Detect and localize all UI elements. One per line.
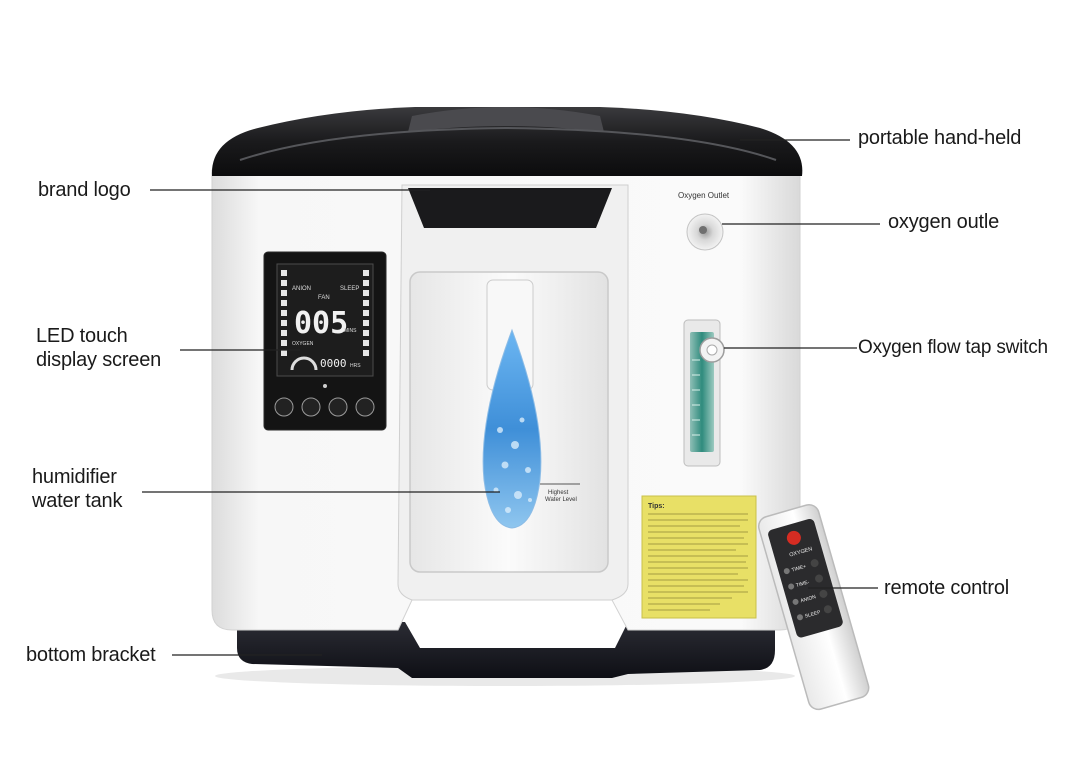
oxygen-outlet-label: Oxygen Outlet bbox=[678, 191, 730, 200]
callout-brand-logo: brand logo bbox=[38, 179, 131, 201]
remote-label-time-plus: TIME+ bbox=[791, 564, 807, 574]
remote-btn-3[interactable] bbox=[792, 598, 799, 605]
callout-led-display: LED touch display screen bbox=[36, 324, 161, 372]
callout-tank-line2: water tank bbox=[32, 490, 123, 512]
water-level-drop bbox=[482, 328, 542, 529]
display-oxygen: OXYGEN bbox=[292, 341, 314, 347]
touch-button-timer-minus[interactable] bbox=[328, 397, 348, 417]
remote-label-sleep: SLEEP bbox=[804, 609, 822, 619]
display-anion: ANION bbox=[292, 286, 311, 292]
display-bars-left bbox=[281, 270, 287, 356]
display-fan: FAN bbox=[318, 295, 330, 301]
remote-label-anion: ANION bbox=[800, 594, 817, 604]
remote-control: OXYGEN TIME+ TIME- ANION SLEEP bbox=[757, 504, 870, 711]
touch-button-timer-plus[interactable] bbox=[301, 397, 321, 417]
callout-led-display-line2: display screen bbox=[36, 349, 162, 371]
remote-label-time-minus: TIME- bbox=[795, 579, 810, 589]
callout-oxygen-flow-tap-switch: Oxygen flow tap switch bbox=[858, 337, 1048, 358]
touch-button-power[interactable] bbox=[274, 397, 294, 417]
lid-handle bbox=[211, 107, 803, 176]
remote-btn-4[interactable] bbox=[796, 614, 803, 621]
display-sleep: SLEEP bbox=[340, 286, 359, 292]
display-hrs: HRS bbox=[350, 363, 361, 369]
remote-btn-1[interactable] bbox=[783, 567, 790, 575]
display-digits: 005 bbox=[294, 306, 348, 341]
remote-btn-2[interactable] bbox=[787, 583, 795, 590]
display-bars-right bbox=[363, 270, 369, 356]
oxygen-outlet-hole bbox=[699, 226, 707, 234]
remote-button-panel bbox=[768, 518, 843, 638]
lid-handle-grip bbox=[408, 107, 604, 132]
water-level-label-2: Water Level bbox=[545, 497, 577, 503]
bottom-bracket bbox=[237, 622, 775, 678]
callout-tank-line1: humidifier bbox=[32, 466, 117, 488]
callout-oxygen-outlet: oxygen outle bbox=[888, 211, 1000, 233]
display-timer: 0000 bbox=[320, 357, 347, 370]
lid-highlight bbox=[239, 126, 777, 161]
water-level-label: Highest bbox=[548, 490, 569, 496]
display-mins: MINS bbox=[344, 328, 357, 334]
water-bubbles bbox=[493, 417, 532, 513]
callout-humidifier-water-tank: humidifier water tank bbox=[32, 465, 122, 513]
led-display-glass bbox=[276, 263, 374, 377]
callout-remote-control: remote control bbox=[884, 577, 1010, 599]
touch-button-anion[interactable] bbox=[355, 397, 375, 417]
callout-portable-hand-held: portable hand-held bbox=[858, 127, 1022, 149]
display-timer-arc bbox=[290, 356, 318, 371]
callout-led-display-line1: LED touch bbox=[36, 325, 128, 347]
flow-tap-knob-center bbox=[706, 344, 718, 356]
remote-power-button[interactable] bbox=[785, 529, 802, 546]
tips-title: Tips: bbox=[648, 503, 665, 510]
brand-logo-window bbox=[408, 188, 612, 228]
display-indicator-dot bbox=[323, 384, 327, 388]
display-touch-buttons bbox=[274, 397, 375, 417]
callout-lines bbox=[142, 139, 880, 656]
flowmeter-scale bbox=[692, 359, 700, 436]
tips-text-lines bbox=[648, 513, 748, 611]
callout-bottom-bracket: bottom bracket bbox=[26, 644, 156, 666]
